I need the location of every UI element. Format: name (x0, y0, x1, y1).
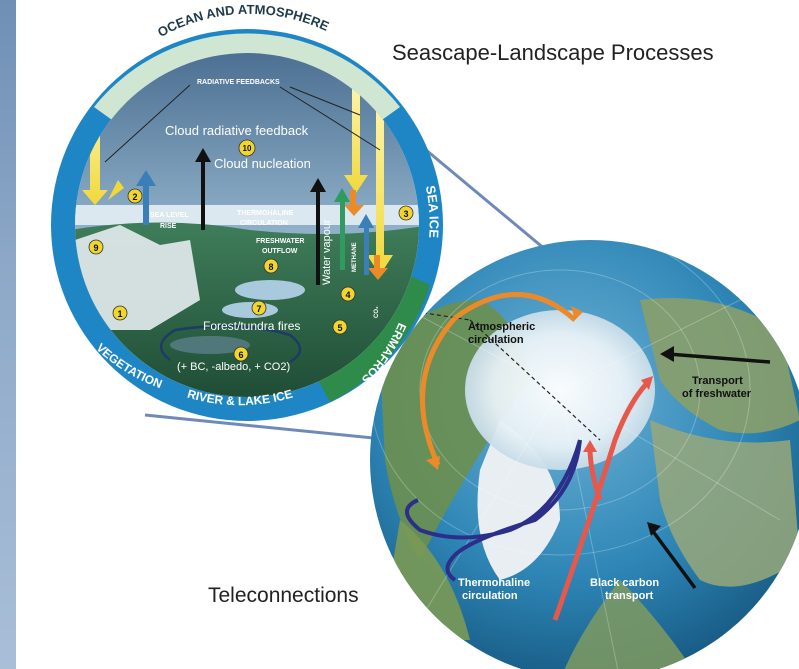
processes-inset: OCEAN AND ATMOSPHERE SNOW, ICE AND GLACI… (0, 0, 443, 421)
label-freshwater-1: FRESHWATER (256, 238, 304, 245)
arrow-sea-level (143, 185, 149, 225)
badge-8: 8 (263, 258, 279, 274)
heading-teleconnections: Teleconnections (208, 584, 359, 607)
ring-segment-ocean (94, 33, 400, 125)
arrow-co2 (364, 225, 369, 275)
heading-seascape-landscape: Seascape-Landscape Processes (392, 40, 714, 65)
label-methane: METHANE (352, 242, 358, 272)
label-sea-level-1: SEA LEVEL (150, 212, 189, 219)
label-thermohaline-2: CIRCULATION (240, 220, 288, 227)
thermohaline-loop (405, 439, 582, 582)
arrow-radiation-right-1 (344, 80, 368, 193)
svg-text:4: 4 (345, 290, 350, 300)
svg-text:10: 10 (243, 144, 252, 153)
arrow-water-vapour (316, 190, 320, 285)
svg-text:8: 8 (268, 262, 273, 272)
badge-10: 10 (238, 139, 256, 157)
badge-3: 3 (398, 205, 414, 221)
label-black-carbon-2: transport (605, 590, 654, 602)
badge-6: 6 (233, 346, 249, 362)
badge-2: 2 (127, 188, 143, 204)
black-carbon-arrow (650, 528, 697, 590)
svg-text:1: 1 (117, 309, 122, 319)
label-thermohaline-1: THERMOHALINE (237, 210, 294, 217)
label-co2: CO₂ (374, 306, 380, 318)
ring-label-river-lake-ice: RIVER & LAKE ICE (186, 387, 294, 409)
svg-text:5: 5 (337, 323, 342, 333)
arrow-methane (340, 200, 345, 270)
svg-text:2: 2 (132, 192, 137, 202)
badge-4: 4 (340, 286, 356, 302)
badge-1: 1 (112, 305, 128, 321)
label-transport-1: Transport (692, 375, 743, 387)
label-thermohaline-globe-2: circulation (462, 590, 518, 602)
badge-5: 5 (332, 319, 348, 335)
badge-7: 7 (251, 300, 267, 316)
label-thermohaline-globe-1: Thermohaline (458, 577, 530, 589)
label-sea-level-2: RISE (160, 223, 177, 230)
label-atmospheric-1: Atmospheric (468, 321, 535, 333)
label-bc-albedo: (+ BC, -albedo, + CO2) (177, 361, 290, 373)
red-current-arrow-1 (552, 378, 652, 621)
freshwater-arrow (667, 352, 771, 364)
label-freshwater-2: OUTFLOW (262, 248, 298, 255)
label-atmospheric-2: circulation (468, 334, 524, 346)
label-forest-fires: Forest/tundra fires (203, 319, 300, 333)
label-transport-2: of freshwater (682, 388, 752, 400)
label-radiative-feedbacks: RADIATIVE FEEDBACKS (197, 79, 280, 86)
label-water-vapour: Water vapour (321, 219, 333, 285)
atmospheric-arrow-left (420, 316, 457, 467)
svg-text:9: 9 (93, 243, 98, 253)
arrow-radiation-right-2 (367, 90, 393, 275)
label-black-carbon-1: Black carbon (590, 577, 659, 589)
svg-text:7: 7 (256, 304, 261, 314)
atmospheric-arrow-top (453, 292, 577, 322)
label-cloud-radiative-feedback: Cloud radiative feedback (165, 123, 309, 138)
arrow-radiation-left (82, 95, 108, 205)
svg-text:6: 6 (238, 350, 243, 360)
arrow-cloud-nucleation (201, 160, 205, 230)
badge-9: 9 (88, 239, 104, 255)
ring-label-sea-ice: SEA ICE (423, 184, 442, 239)
svg-text:3: 3 (403, 209, 408, 219)
label-cloud-nucleation: Cloud nucleation (214, 156, 311, 171)
